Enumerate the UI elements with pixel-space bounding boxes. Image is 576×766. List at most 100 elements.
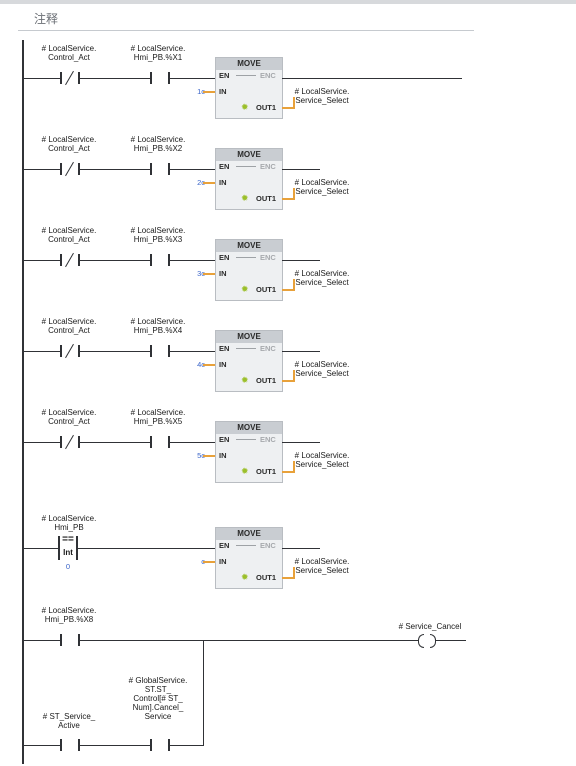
pin-enc: ENC: [260, 344, 276, 353]
contact-hmi-pb-label-line: # LocalService.: [130, 44, 186, 53]
coil-service-cancel[interactable]: [418, 634, 436, 648]
contact-control-act-label-line: Control_Act: [48, 53, 90, 62]
rung-wire: [23, 260, 61, 261]
contact-st-service-active-label-line: # ST_Service_: [42, 712, 96, 721]
contact-control-act[interactable]: [60, 161, 80, 177]
contact-hmi-pb[interactable]: [150, 72, 170, 84]
rung-wire: [170, 260, 216, 261]
coil-operand: # Service_Cancel: [398, 622, 462, 631]
out1-operand: # LocalService.Service_Select: [277, 360, 367, 378]
in-constant[interactable]: 1c: [197, 87, 205, 96]
contact-st-service-active[interactable]: [60, 739, 80, 751]
out1-operand-line: # LocalService.: [294, 451, 350, 460]
out-pin-riser: [293, 188, 295, 200]
contact-control-act-label: # LocalService.Control_Act: [24, 408, 114, 426]
rung-wire: [23, 548, 59, 549]
in-pin-line: [203, 182, 215, 184]
contact-hmi-pb-x8-label: # LocalService.Hmi_PB.%X8: [24, 606, 114, 624]
contact-control-act[interactable]: [60, 343, 80, 359]
sun-icon: ✹: [241, 193, 249, 203]
pin-out1: OUT1: [256, 194, 277, 203]
pin-enc: ENC: [260, 71, 276, 80]
in-constant[interactable]: 2c: [197, 178, 205, 187]
contact-hmi-pb-label-line: Hmi_PB.%X1: [133, 53, 183, 62]
out1-operand-line: Service_Select: [295, 187, 349, 196]
move-block-title: MOVE: [216, 149, 282, 161]
network-comment[interactable]: 注释: [18, 6, 474, 31]
pin-en: EN: [219, 71, 230, 80]
pin-enc: ENC: [260, 541, 276, 550]
out1-operand-line: # LocalService.: [294, 178, 350, 187]
enc-line: [236, 545, 256, 546]
enc-line: [236, 348, 256, 349]
negation-slash: [65, 70, 74, 86]
move-block-title: MOVE: [216, 58, 282, 70]
contact-control-act[interactable]: [60, 70, 80, 86]
contact-cancel-service-label-line: # GlobalService.: [128, 676, 188, 685]
rung-wire: [23, 745, 61, 746]
out-pin-riser: [293, 279, 295, 291]
contact-cancel-service-label-line: ST.ST_: [144, 685, 172, 694]
rung-wire: [23, 640, 61, 641]
sun-icon: ✹: [241, 466, 249, 476]
compare-value[interactable]: 0: [65, 562, 71, 571]
compare-operator: ==: [62, 534, 74, 545]
cmp-left-bar: [58, 536, 60, 560]
pin-enc: ENC: [260, 435, 276, 444]
contact-control-act-label-line: Control_Act: [48, 144, 90, 153]
out-pin-line: [282, 107, 294, 109]
contact-hmi-pb[interactable]: [150, 163, 170, 175]
en-output-wire: [282, 169, 320, 170]
out1-operand-line: # LocalService.: [294, 87, 350, 96]
comment-label: 注释: [34, 12, 59, 26]
pin-out1: OUT1: [256, 467, 277, 476]
contact-cancel-service[interactable]: [150, 739, 170, 751]
pin-en: EN: [219, 253, 230, 262]
contact-hmi-pb-x8[interactable]: [60, 634, 80, 646]
contact-control-act[interactable]: [60, 252, 80, 268]
in-constant[interactable]: 4c: [197, 360, 205, 369]
compare-operand-label: # LocalService.Hmi_PB: [24, 514, 114, 532]
branch-wire: [203, 640, 204, 746]
in-pin-line: [203, 561, 215, 563]
out-pin-riser: [293, 97, 295, 109]
move-block-title: MOVE: [216, 422, 282, 434]
out1-operand-line: Service_Select: [295, 460, 349, 469]
in-constant[interactable]: 3c: [197, 269, 205, 278]
out1-operand: # LocalService.Service_Select: [277, 451, 367, 469]
negation-slash: [65, 343, 74, 359]
rung-wire: [23, 78, 61, 79]
in-constant[interactable]: 5c: [197, 451, 205, 460]
contact-hmi-pb-x8-label-line: # LocalService.: [41, 606, 97, 615]
pin-out1: OUT1: [256, 103, 277, 112]
out-pin-line: [282, 198, 294, 200]
contact-control-act[interactable]: [60, 434, 80, 450]
pin-in: IN: [219, 360, 227, 369]
contact-hmi-pb-x8-label-line: Hmi_PB.%X8: [44, 615, 94, 624]
out1-operand-line: # LocalService.: [294, 557, 350, 566]
contact-hmi-pb[interactable]: [150, 345, 170, 357]
contact-hmi-pb-label: # LocalService.Hmi_PB.%X1: [113, 44, 203, 62]
contact-hmi-pb[interactable]: [150, 436, 170, 448]
pin-en: EN: [219, 435, 230, 444]
out1-operand-line: # LocalService.: [294, 269, 350, 278]
rung-wire: [170, 78, 216, 79]
in-pin-line: [203, 273, 215, 275]
en-output-wire: [282, 351, 320, 352]
contact-hmi-pb[interactable]: [150, 254, 170, 266]
pin-enc: ENC: [260, 162, 276, 171]
contact-control-act-label-line: # LocalService.: [41, 408, 97, 417]
out1-operand: # LocalService.Service_Select: [277, 178, 367, 196]
rung-wire: [170, 169, 216, 170]
pin-in: IN: [219, 87, 227, 96]
compare-equal[interactable]: ==Int: [58, 534, 78, 560]
contact-hmi-pb-label: # LocalService.Hmi_PB.%X3: [113, 226, 203, 244]
sun-icon: ✹: [241, 572, 249, 582]
enc-line: [236, 439, 256, 440]
